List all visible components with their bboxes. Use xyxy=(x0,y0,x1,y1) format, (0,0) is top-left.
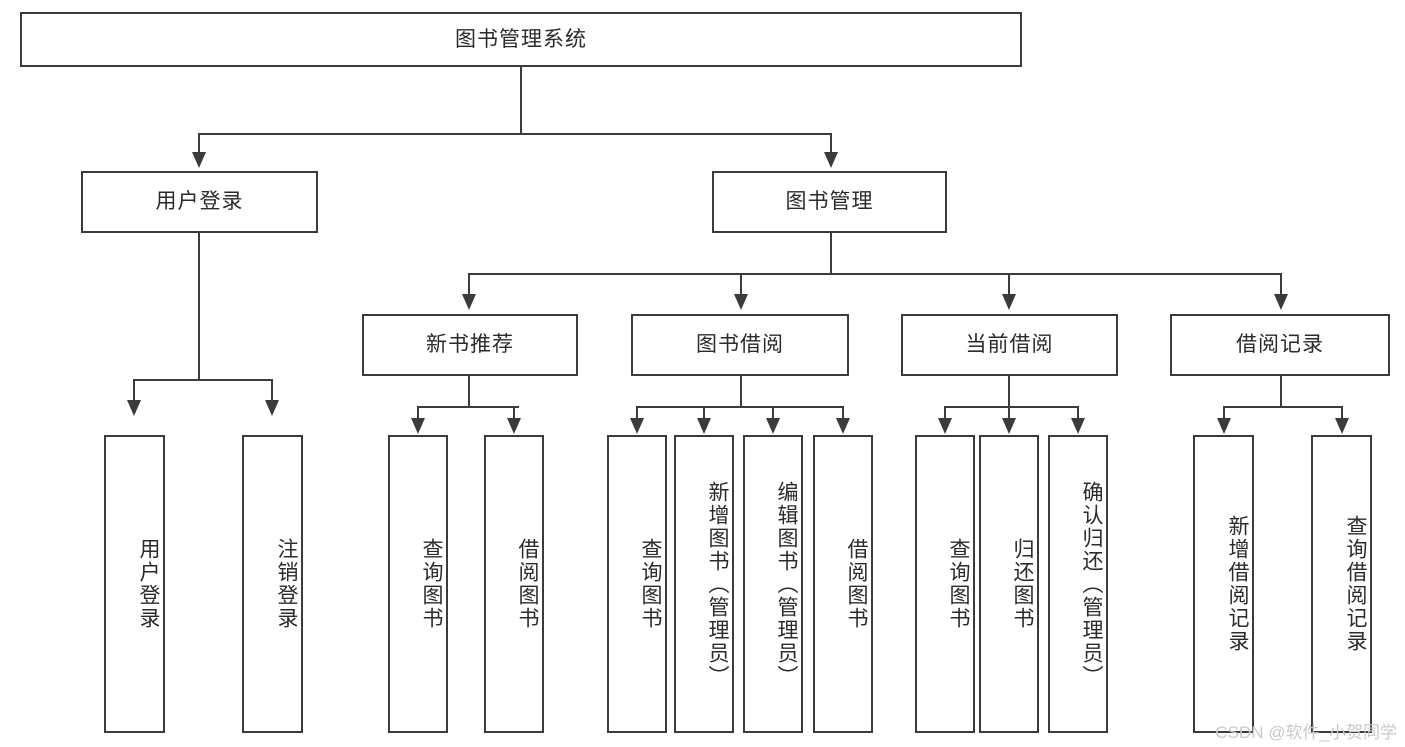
connector-book-borrow-drop-2 xyxy=(703,406,705,420)
leaf-confirm-return[interactable]: 确认归还（管理员） xyxy=(1048,435,1108,733)
connector-book-manage-drop-1 xyxy=(468,273,470,297)
leaf-query-book-2-label: 查询图书 xyxy=(639,538,662,630)
arrow-user-login-leaf-2 xyxy=(265,400,279,416)
arrow-book-borrow-leaf-3 xyxy=(766,418,780,434)
node-current-borrow-label: 当前借阅 xyxy=(965,333,1054,357)
connector-book-borrow-drop-1 xyxy=(636,406,638,420)
leaf-logout-login[interactable]: 注销登录 xyxy=(242,435,303,733)
leaf-query-book-3[interactable]: 查询图书 xyxy=(915,435,975,733)
leaf-confirm-return-label: 确认归还（管理员） xyxy=(1080,480,1103,688)
connector-user-login-drop-1 xyxy=(133,379,135,403)
connector-book-manage-drop-2 xyxy=(740,273,742,297)
arrow-book-borrow-leaf-2 xyxy=(697,418,711,434)
connector-current-borrow-drop-3 xyxy=(1077,406,1079,420)
leaf-edit-book-label: 编辑图书（管理员） xyxy=(775,480,798,688)
connector-new-book-recommend-drop-1 xyxy=(417,406,419,420)
leaf-user-login[interactable]: 用户登录 xyxy=(104,435,165,733)
node-current-borrow[interactable]: 当前借阅 xyxy=(901,314,1118,376)
arrow-root-to-user-login xyxy=(192,152,206,168)
connector-borrow-record-drop-1 xyxy=(1223,406,1225,420)
connector-root-stem xyxy=(520,67,522,135)
leaf-return-book-label: 归还图书 xyxy=(1011,538,1034,630)
node-new-book-recommend[interactable]: 新书推荐 xyxy=(362,314,578,376)
connector-book-borrow-bus xyxy=(636,406,844,408)
arrow-book-manage-to-new-book-recommend xyxy=(462,294,476,310)
connector-new-book-recommend-stem xyxy=(468,376,470,408)
arrow-current-borrow-leaf-1 xyxy=(938,418,952,434)
leaf-add-record-label: 新增借阅记录 xyxy=(1226,515,1249,653)
connector-current-borrow-drop-1 xyxy=(944,406,946,420)
leaf-query-book-1-label: 查询图书 xyxy=(420,538,443,630)
leaf-query-record-label: 查询借阅记录 xyxy=(1344,515,1367,653)
connector-book-manage-drop-4 xyxy=(1280,273,1282,297)
connector-borrow-record-drop-2 xyxy=(1341,406,1343,420)
leaf-logout-login-label: 注销登录 xyxy=(275,538,298,630)
leaf-edit-book[interactable]: 编辑图书（管理员） xyxy=(743,435,803,733)
leaf-user-login-label: 用户登录 xyxy=(137,538,160,630)
connector-borrow-record-bus xyxy=(1223,406,1343,408)
leaf-query-book-2[interactable]: 查询图书 xyxy=(607,435,667,733)
connector-book-borrow-stem xyxy=(740,376,742,408)
arrow-user-login-leaf-1 xyxy=(127,400,141,416)
arrow-current-borrow-leaf-2 xyxy=(1002,418,1016,434)
node-user-login[interactable]: 用户登录 xyxy=(81,171,318,233)
node-user-login-label: 用户登录 xyxy=(155,190,244,214)
leaf-borrow-book-2-label: 借阅图书 xyxy=(845,538,868,630)
leaf-query-record[interactable]: 查询借阅记录 xyxy=(1311,435,1372,733)
arrow-book-manage-to-current-borrow xyxy=(1002,294,1016,310)
leaf-borrow-book-2[interactable]: 借阅图书 xyxy=(813,435,873,733)
watermark-text: CSDN @软件_小贺同学 xyxy=(1215,723,1397,742)
connector-book-manage-stem xyxy=(830,233,832,275)
connector-user-login-drop-2 xyxy=(271,379,273,403)
connector-user-login-bus xyxy=(133,379,271,381)
connector-book-borrow-drop-4 xyxy=(842,406,844,420)
connector-root-bus xyxy=(198,133,832,135)
connector-current-borrow-stem xyxy=(1008,376,1010,408)
node-borrow-record[interactable]: 借阅记录 xyxy=(1170,314,1390,376)
node-borrow-record-label: 借阅记录 xyxy=(1236,333,1324,357)
arrow-borrow-record-leaf-2 xyxy=(1335,418,1349,434)
connector-root-to-book-manage xyxy=(830,133,832,155)
arrow-new-book-recommend-leaf-2 xyxy=(507,418,521,434)
arrow-book-manage-to-book-borrow xyxy=(734,294,748,310)
arrow-book-borrow-leaf-1 xyxy=(630,418,644,434)
connector-new-book-recommend-bus xyxy=(417,406,519,408)
connector-book-borrow-drop-3 xyxy=(772,406,774,420)
leaf-add-book[interactable]: 新增图书（管理员） xyxy=(674,435,734,733)
leaf-add-book-label: 新增图书（管理员） xyxy=(706,480,729,688)
arrow-book-borrow-leaf-4 xyxy=(836,418,850,434)
arrow-current-borrow-leaf-3 xyxy=(1071,418,1085,434)
connector-root-to-user-login xyxy=(198,133,200,155)
connector-new-book-recommend-drop-2 xyxy=(513,406,515,420)
connector-book-manage-drop-3 xyxy=(1008,273,1010,297)
node-book-borrow[interactable]: 图书借阅 xyxy=(631,314,849,376)
arrow-book-manage-to-borrow-record xyxy=(1274,294,1288,310)
connector-current-borrow-bus xyxy=(944,406,1078,408)
connector-user-login-stem xyxy=(198,233,200,381)
leaf-borrow-book-1-label: 借阅图书 xyxy=(516,538,539,630)
connector-current-borrow-drop-2 xyxy=(1008,406,1010,420)
arrow-root-to-book-manage xyxy=(824,152,838,168)
node-new-book-recommend-label: 新书推荐 xyxy=(426,333,514,357)
arrow-new-book-recommend-leaf-1 xyxy=(411,418,425,434)
node-book-manage[interactable]: 图书管理 xyxy=(712,171,947,233)
node-root-label: 图书管理系统 xyxy=(455,27,587,51)
node-book-manage-label: 图书管理 xyxy=(785,190,874,214)
connector-borrow-record-stem xyxy=(1280,376,1282,408)
leaf-return-book[interactable]: 归还图书 xyxy=(979,435,1039,733)
leaf-query-book-1[interactable]: 查询图书 xyxy=(388,435,448,733)
arrow-borrow-record-leaf-1 xyxy=(1217,418,1231,434)
leaf-add-record[interactable]: 新增借阅记录 xyxy=(1193,435,1254,733)
node-book-borrow-label: 图书借阅 xyxy=(696,333,784,357)
node-root-book-management-system[interactable]: 图书管理系统 xyxy=(20,12,1022,67)
leaf-borrow-book-1[interactable]: 借阅图书 xyxy=(484,435,544,733)
leaf-query-book-3-label: 查询图书 xyxy=(947,538,970,630)
connector-book-manage-bus xyxy=(468,273,1282,275)
